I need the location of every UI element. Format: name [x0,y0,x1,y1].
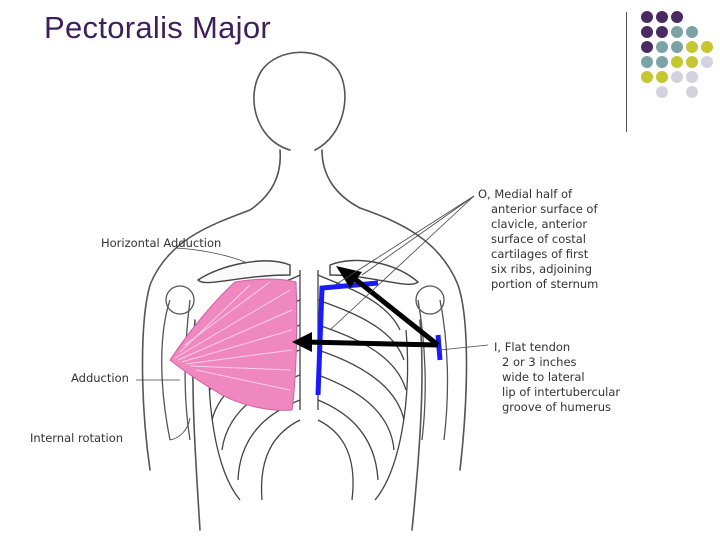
label-horizontal-adduction: Horizontal Adduction [101,236,222,250]
page-title: Pectoralis Major [44,10,272,45]
decor-dot [686,26,698,38]
decor-dot [671,41,683,53]
origin-line: portion of sternum [491,277,599,291]
decor-dot [686,56,698,68]
insertion-line: wide to lateral [502,370,585,384]
decor-dot [671,26,683,38]
origin-line: six ribs, adjoining [491,262,593,276]
head-outline [253,51,346,151]
decor-dot [686,71,698,83]
insertion-line: lip of intertubercular [502,385,621,399]
decor-dot [641,71,653,83]
decor-dot [641,26,653,38]
muscle-fibers [174,281,293,391]
decor-dot [671,56,683,68]
decor-dot [686,41,698,53]
action-arrows [304,273,440,348]
label-origin: O, Medial half of anterior surface of cl… [478,187,598,292]
pectoralis-major-muscle [169,278,298,411]
insertion-line: I, Flat tendon [494,340,571,354]
torso-right [411,319,423,531]
leader-lines [136,195,489,441]
shoulder-left [141,209,251,471]
origin-line: surface of costal [491,232,586,246]
origin-line: cartilages of first [491,247,589,261]
decor-dot [656,11,668,23]
decor-dot [656,56,668,68]
label-adduction: Adduction [71,371,129,385]
decor-dot [686,86,698,98]
decor-dot [656,26,668,38]
label-internal-rotation: Internal rotation [30,431,124,445]
decor-dot [641,11,653,23]
decor-dot [641,56,653,68]
decor-dot [656,71,668,83]
origin-line: O, Medial half of [478,187,573,201]
decor-dot [671,71,683,83]
decor-dot [656,86,668,98]
decorative-dot-grid [641,11,713,98]
neck-left [249,149,282,211]
decor-dot [656,41,668,53]
decor-dot [701,56,713,68]
origin-line: clavicle, anterior [491,217,588,231]
neck-right [321,149,361,209]
decor-dot [641,41,653,53]
label-insertion: I, Flat tendon 2 or 3 inches wide to lat… [494,340,620,415]
insertion-line: groove of humerus [502,400,611,414]
decor-divider-line [626,12,627,132]
shoulder-right [359,207,468,471]
origin-line: anterior surface of [491,202,598,216]
clavicles [196,259,420,286]
decor-dot [671,11,683,23]
decor-dot [701,41,713,53]
insertion-line: 2 or 3 inches [502,355,577,369]
